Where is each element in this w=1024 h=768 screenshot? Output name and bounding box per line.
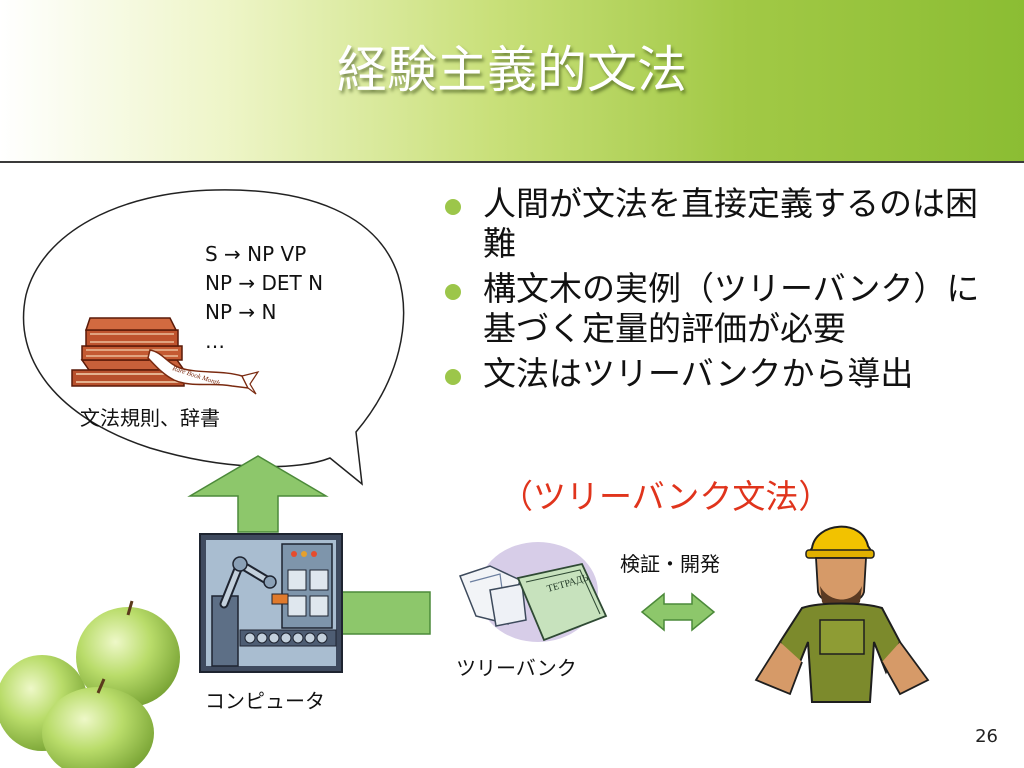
apples-decoration-icon — [0, 600, 180, 768]
treebank-label: ツリーバンク — [456, 656, 577, 680]
books-icon: Rare Book Month — [71, 317, 260, 395]
grammar-rule: NP → N — [205, 300, 277, 324]
bullet-dot-icon — [445, 369, 461, 385]
treebank-grammar-note: （ツリーバンク文法） — [500, 477, 832, 516]
bullet-dot-icon — [445, 199, 461, 215]
connector-bar — [341, 591, 431, 635]
bullet-item: 構文木の実例（ツリーバンク）に基づく定量的評価が必要 — [445, 269, 985, 349]
grammar-rule: NP → DET N — [205, 271, 324, 295]
verify-label: 検証・開発 — [620, 552, 720, 576]
double-arrow-icon — [640, 592, 716, 632]
grammar-rule: S → NP VP — [205, 242, 307, 266]
bullet-list: 人間が文法を直接定義するのは困難 構文木の実例（ツリーバンク）に基づく定量的評価… — [445, 184, 985, 399]
title-banner — [0, 0, 1024, 163]
bullet-item: 文法はツリーバンクから導出 — [445, 354, 985, 394]
computer-label: コンピュータ — [205, 689, 325, 713]
page-number: 26 — [975, 726, 998, 747]
up-arrow-icon — [187, 455, 329, 533]
bubble-caption: 文法規則、辞書 — [80, 406, 220, 430]
worker-person-icon — [754, 525, 930, 703]
grammar-rule: … — [205, 329, 225, 353]
notebook-icon: ТЕТРАДЬ — [459, 542, 608, 642]
grammar-rules: S → NP VP NP → DET N NP → N … — [205, 240, 323, 356]
bullet-dot-icon — [445, 284, 461, 300]
robot-computer-icon — [199, 533, 343, 673]
bullet-item: 人間が文法を直接定義するのは困難 — [445, 184, 985, 264]
slide-title: 経験主義的文法 — [337, 41, 687, 99]
